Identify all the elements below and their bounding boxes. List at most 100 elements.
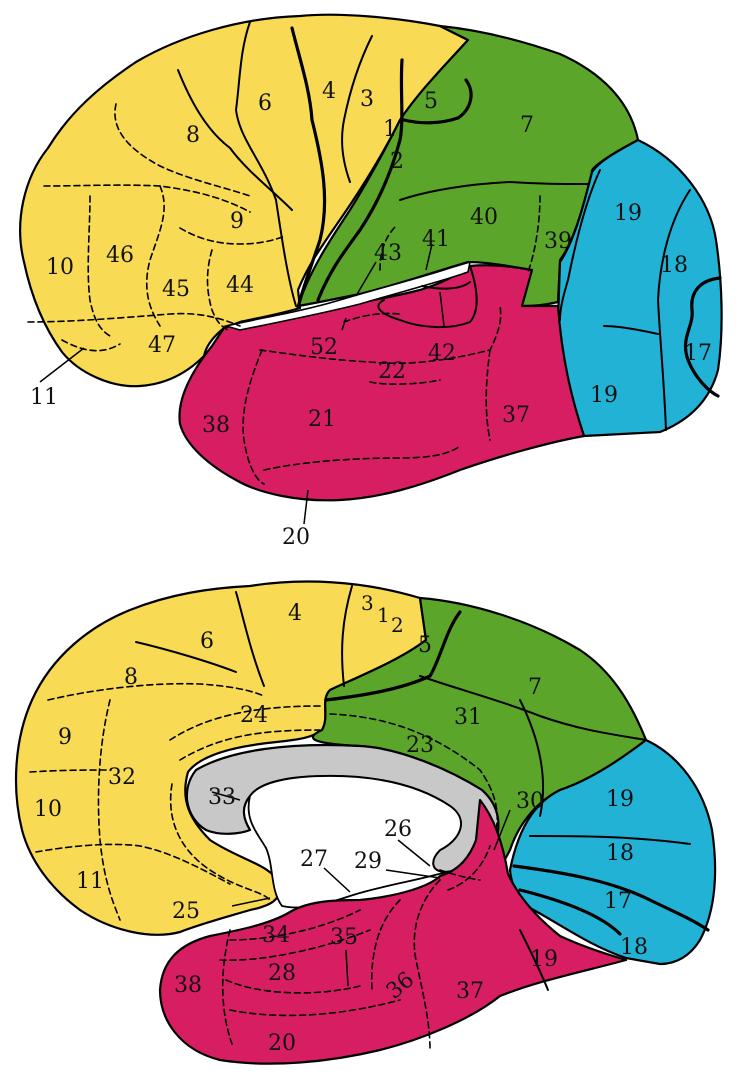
medial-label-area-29: 29	[354, 849, 382, 874]
label-area-46: 46	[106, 243, 134, 268]
medial-view: 1 2 3 4 5 6 7 8 9 10 11 17 18 18 19 19 2…	[14, 580, 717, 1065]
medial-label-area-17: 17	[604, 889, 632, 914]
medial-area-24-inner	[179, 729, 321, 761]
label-area-17: 17	[684, 341, 712, 366]
label-area-19-lower: 19	[590, 383, 618, 408]
parieto-occipital-boundary	[559, 169, 601, 321]
area-22-boundary	[259, 305, 502, 365]
label-area-52: 52	[310, 335, 338, 360]
leader-33	[211, 791, 241, 801]
label-area-40: 40	[470, 205, 498, 230]
medial-area-28-inner	[225, 979, 361, 994]
lateral-sulcus	[222, 260, 472, 331]
lateral-view: 1 2 3 4 5 6 7 8 9 10 11 17 18 19 19 20 2…	[19, 13, 723, 550]
label-area-41: 41	[422, 227, 450, 252]
label-area-8: 8	[186, 123, 200, 148]
leader-11	[39, 347, 85, 383]
medial-label-area-19-lower: 19	[530, 947, 558, 972]
medial-area-29-curve	[439, 869, 481, 881]
label-area-38: 38	[202, 413, 230, 438]
leader-27	[323, 867, 351, 893]
heschl-41-boundary	[421, 281, 471, 290]
medial-area-9-32-boundary	[97, 699, 121, 921]
medial-area-20-boundary	[229, 999, 401, 1017]
area-3-boundary	[341, 35, 373, 183]
medial-label-area-34: 34	[262, 923, 290, 948]
label-area-45: 45	[162, 277, 190, 302]
area-45-boundary	[179, 227, 286, 245]
leader-52	[341, 317, 347, 331]
calcarine-boundary	[683, 276, 722, 398]
label-area-6: 6	[258, 91, 272, 116]
leader-20	[303, 489, 309, 525]
area-8-boundary	[114, 103, 251, 197]
parietal-lobe-region	[296, 24, 640, 308]
label-area-5: 5	[424, 89, 438, 114]
medial-area-24-outer	[169, 705, 321, 741]
medial-area-7-31-boundary	[419, 675, 647, 741]
temporal-lobe-region	[178, 264, 586, 502]
medial-label-area-32: 32	[108, 765, 136, 790]
label-area-11: 11	[30, 385, 58, 410]
medial-label-area-31: 31	[454, 705, 482, 730]
area-37-boundary	[485, 349, 491, 441]
leader-35	[345, 949, 349, 987]
label-area-21: 21	[308, 407, 336, 432]
label-area-19-upper: 19	[614, 201, 642, 226]
occipital-lobe-region	[556, 138, 723, 438]
medial-label-area-9: 9	[58, 725, 72, 750]
medial-label-area-4: 4	[288, 601, 302, 626]
label-area-1: 1	[383, 117, 397, 142]
area-39-boundary	[527, 195, 541, 273]
medial-label-area-10: 10	[34, 797, 62, 822]
medial-label-area-33: 33	[208, 785, 236, 810]
area-10-boundary	[87, 195, 111, 337]
label-area-10: 10	[46, 255, 74, 280]
calcarine-sulcus	[512, 864, 710, 932]
medial-area-34-boundary	[229, 909, 361, 941]
medial-label-area-1: 1	[377, 603, 390, 627]
medial-area-28-outer	[219, 929, 371, 962]
label-area-3: 3	[360, 87, 374, 112]
occipital-19-inner	[603, 325, 659, 335]
precentral-boundary	[235, 21, 297, 307]
label-area-43: 43	[374, 241, 402, 266]
medial-temporal-region	[158, 798, 628, 1065]
leader-41	[425, 243, 433, 271]
label-area-2: 2	[390, 149, 404, 174]
area-44-boundary	[206, 249, 229, 331]
medial-cingulate-marginal	[324, 610, 462, 702]
leader-42	[439, 291, 445, 327]
leader-26	[397, 839, 431, 867]
label-area-4: 4	[322, 79, 336, 104]
medial-label-area-27: 27	[300, 847, 328, 872]
label-area-47: 47	[148, 333, 176, 358]
leader-30	[493, 809, 511, 851]
medial-label-area-18-lower: 18	[620, 935, 648, 960]
label-area-20: 20	[282, 525, 310, 550]
central-sulcus	[290, 26, 327, 310]
medial-area-38-boundary	[221, 929, 233, 1045]
label-area-44: 44	[226, 273, 254, 298]
superior-temporal-sulcus	[377, 265, 478, 329]
medial-label-area-11: 11	[76, 869, 104, 894]
area-20-boundary	[263, 445, 461, 471]
label-area-9: 9	[230, 209, 244, 234]
medial-area-11-boundary	[35, 843, 231, 885]
medial-label-area-25: 25	[172, 899, 200, 924]
medial-area-26-curve	[447, 845, 491, 891]
parietal-40-boundary	[399, 181, 589, 201]
medial-area-37-19-boundary	[519, 929, 549, 991]
medial-label-area-26: 26	[384, 817, 412, 842]
leader-25	[231, 897, 271, 907]
label-area-42: 42	[428, 341, 456, 366]
medial-label-area-7: 7	[528, 675, 542, 700]
label-area-7: 7	[520, 113, 534, 138]
medial-label-area-30: 30	[516, 789, 544, 814]
area-43-boundary	[379, 225, 397, 271]
medial-area-19-18-boundary	[529, 835, 691, 845]
leader-43	[355, 261, 377, 297]
medial-area-32-25-boundary	[169, 783, 271, 901]
medial-area-4-3-boundary	[341, 585, 353, 687]
area-46-boundary	[146, 185, 165, 327]
